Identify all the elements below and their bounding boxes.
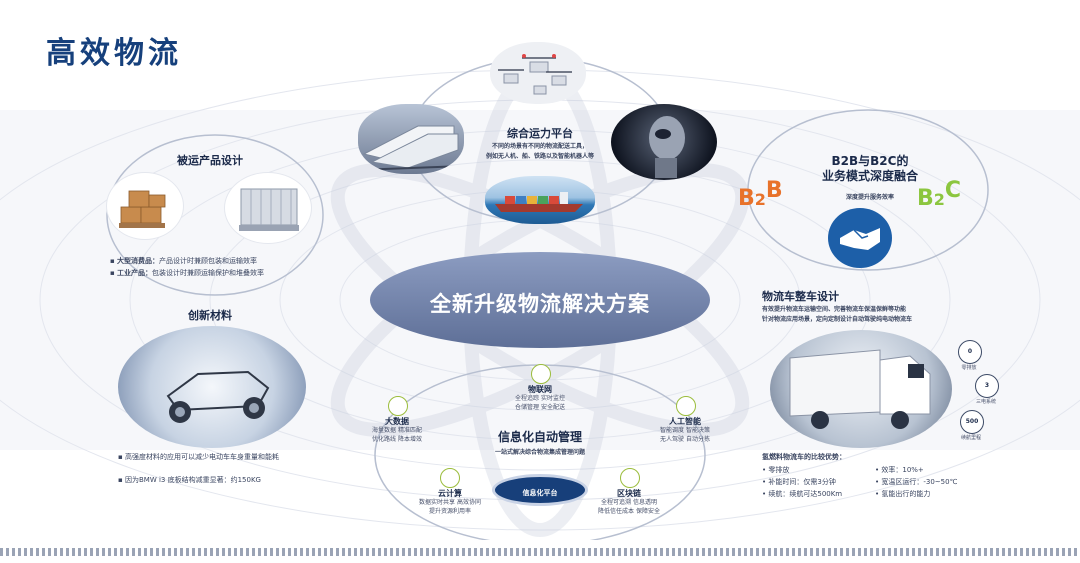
cloud-title: 云计算 (438, 489, 462, 498)
product-bullet-1-label: 大型消费品： (116, 257, 159, 265)
b2c-badge-c: C (944, 178, 962, 203)
cloud-desc-1: 数据实时共享 高效协同 (419, 499, 481, 506)
vehicle-adv-4: • 宽温区运行：-30~50℃ (875, 478, 958, 486)
vehicle-adv-6-text: 氢能出行的能力 (881, 490, 931, 498)
b2c-badge: B2C (917, 178, 961, 211)
b2b-title-line2: 业务模式深度融合 (821, 169, 918, 183)
transport-desc-1: 不同的场景有不同的物流配送工具， (491, 143, 588, 150)
cloud-desc-2: 提升资源利用率 (428, 508, 471, 515)
big-data-icon (388, 396, 408, 416)
truck-image (770, 330, 952, 448)
vehicle-adv-1-text: 零排放 (768, 466, 790, 474)
info-platform-button[interactable]: 信息化平台 (492, 474, 588, 506)
stat-label-3: 续航里程 (960, 435, 981, 441)
page-title: 高效物流 (46, 36, 182, 71)
product-bullet-2: ▪ 工业产品：包装设计时兼顾运输保护和堆叠效率 (110, 269, 264, 277)
materials-bullet-1-text: 高强度材料的应用可以减少电动车车身重量和能耗 (124, 453, 279, 461)
cargo-ship-image (485, 176, 595, 224)
stat-circle-3: 500 (960, 410, 984, 434)
vehicle-desc-2: 针对物流应用场景，定向定制设计自动驾驶纯电动物流车 (762, 316, 913, 323)
ai-title: 人工智能 (669, 417, 701, 426)
blockchain-icon (620, 468, 640, 488)
materials-bullet-2-text: 因为BMW i3 底板结构减重显著：约150KG (124, 476, 261, 484)
big-data-desc-2: 优化路线 降本增效 (372, 436, 422, 443)
bottom-stripe (0, 548, 1080, 556)
iot-title: 物联网 (528, 385, 552, 394)
product-bullet-1: ▪ 大型消费品：产品设计时兼顾包装和运输效率 (110, 257, 257, 265)
product-bullet-1-text: 产品设计时兼顾包装和运输效率 (158, 257, 257, 265)
info-title: 信息化自动管理 (497, 430, 582, 444)
vehicle-adv-3: • 补能时间：仅需3分钟 (762, 478, 836, 486)
center-solution-label: 全新升级物流解决方案 (430, 292, 650, 316)
ai-icon (676, 396, 696, 416)
train-image (358, 104, 464, 174)
big-data-desc-1: 海量数据 精准匹配 (372, 427, 422, 434)
blockchain-desc-2: 降低信任成本 保障安全 (598, 508, 660, 515)
drone-image (490, 42, 586, 104)
stat-circle-2: 3 (975, 374, 999, 398)
vehicle-desc-1: 有效提升物流车运输空间、完善物流车保温保鲜等功能 (762, 306, 907, 313)
b2b-badge: B2B (738, 178, 783, 211)
vehicle-adv-3-text: 补能时间：仅需3分钟 (768, 478, 836, 486)
stat-label-1: 零排放 (961, 365, 977, 371)
stat-circle-1: 0 (958, 340, 982, 364)
materials-title: 创新材料 (188, 309, 232, 322)
b2b-sub: 深度提升服务效率 (845, 194, 894, 201)
big-data-title: 大数据 (385, 417, 409, 426)
b2b-badge-b2: B (765, 178, 783, 203)
vehicle-adv-6: • 氢能出行的能力 (875, 490, 931, 498)
boxes-image (106, 172, 184, 240)
vehicle-advantages-title: 氢燃料物流车的比较优势： (762, 453, 846, 461)
vehicle-adv-5: • 续航：续航可达500Km (762, 490, 843, 498)
b2c-badge-2: 2 (933, 190, 945, 209)
b2c-badge-b: B (917, 186, 934, 211)
product-bullet-2-label: 工业产品： (116, 269, 152, 277)
product-design-title: 被运产品设计 (177, 154, 243, 167)
vehicle-adv-4-text: 宽温区运行：-30~50℃ (881, 478, 958, 486)
robot-image (611, 104, 717, 180)
transport-title: 综合运力平台 (507, 127, 573, 140)
b2b-badge-b1: B (738, 186, 755, 211)
vehicle-adv-2-text: 效率：10%+ (881, 466, 924, 474)
vehicle-adv-5-text: 续航：续航可达500Km (768, 490, 843, 498)
info-sub: 一站式解决综合物流集成管理问题 (494, 449, 585, 456)
iot-icon (531, 364, 551, 384)
ai-desc-1: 智能调度 智能决策 (660, 427, 710, 434)
handshake-icon (828, 208, 892, 268)
transport-desc-2: 例如无人机、船、铁路以及智能机器人等 (485, 153, 594, 160)
stat-label-2: 三电系统 (975, 399, 996, 405)
ai-desc-2: 无人驾驶 自动分拣 (660, 436, 710, 443)
iot-desc-2: 仓储管理 安全配送 (515, 404, 565, 411)
container-box-image (224, 172, 312, 244)
blockchain-title: 区块链 (617, 489, 641, 498)
materials-bullet-2: ▪ 因为BMW i3 底板结构减重显著：约150KG (118, 476, 261, 484)
b2b-title-line1: B2B与B2C的 (831, 154, 909, 168)
iot-desc-1: 全程追踪 实时监控 (515, 395, 565, 402)
vehicle-adv-1: • 零排放 (762, 466, 790, 474)
vehicle-title: 物流车整车设计 (762, 290, 839, 303)
materials-bullet-1: ▪ 高强度材料的应用可以减少电动车车身重量和能耗 (118, 453, 279, 461)
vehicle-adv-2: • 效率：10%+ (875, 466, 924, 474)
car-chassis-image (118, 326, 306, 448)
cloud-icon (440, 468, 460, 488)
info-platform-label: 信息化平台 (522, 489, 558, 497)
blockchain-desc-1: 全程可追溯 信息透明 (601, 499, 657, 506)
product-bullet-2-text: 包装设计时兼顾运输保护和堆叠效率 (151, 269, 264, 277)
b2b-badge-2: 2 (754, 190, 766, 209)
